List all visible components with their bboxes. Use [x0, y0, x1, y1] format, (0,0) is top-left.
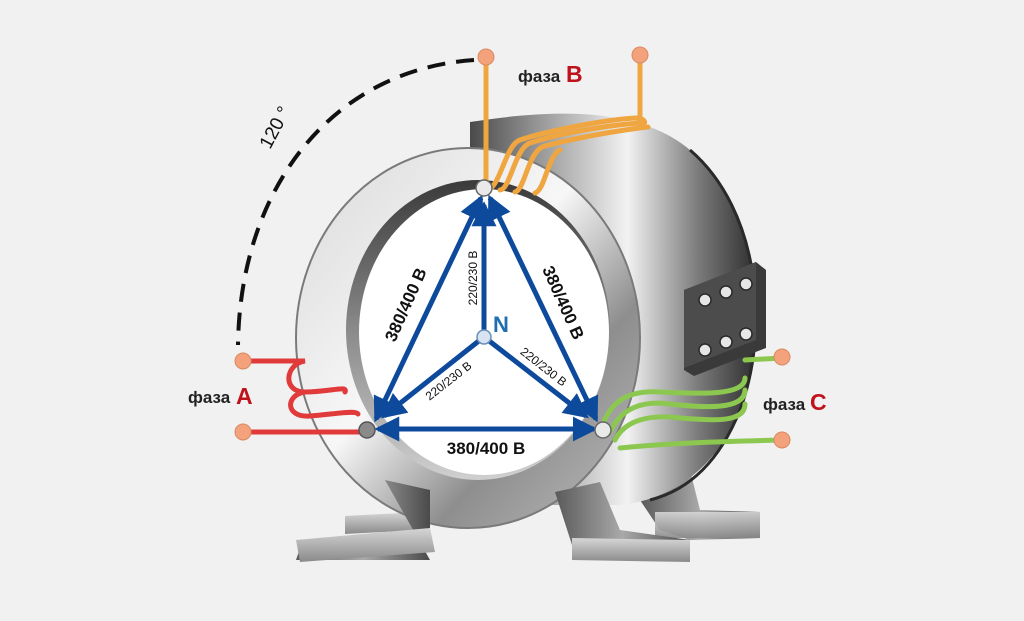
terminal-c2	[773, 431, 791, 449]
arrow-line-ab	[373, 194, 484, 423]
terminal-a2	[234, 423, 252, 441]
svg-text:B: B	[566, 61, 583, 87]
coil-a	[240, 358, 371, 435]
svg-text:фаза: фаза	[763, 395, 806, 414]
arrow-phase-c	[486, 338, 589, 419]
svg-text:фаза: фаза	[188, 388, 231, 407]
coil-b	[483, 55, 651, 196]
front-left-foot	[296, 480, 435, 562]
nodes	[358, 179, 612, 439]
front-right-foot	[555, 482, 690, 562]
coil-c-terminals	[773, 348, 791, 449]
terminal-a1	[234, 352, 252, 370]
svg-text:A: A	[236, 383, 253, 409]
terminal-b2	[631, 46, 649, 64]
arrow-line-bc	[487, 194, 599, 423]
phase-a-label: фаза A	[188, 383, 253, 409]
node-c	[594, 421, 612, 439]
svg-text:C: C	[810, 389, 827, 415]
angle-label: 120 °	[256, 103, 295, 152]
terminal-b1	[477, 48, 495, 66]
svg-text:фаза: фаза	[518, 67, 561, 86]
terminal-block	[684, 262, 766, 376]
arrow-phase-a	[381, 338, 482, 419]
node-a	[358, 421, 376, 439]
coil-a-terminals	[234, 352, 252, 441]
phase-voltage-top-label: 220/230 В	[466, 251, 480, 306]
terminal-c1	[773, 348, 791, 366]
coil-b-terminals	[477, 46, 649, 66]
phase-b-label: фаза B	[518, 61, 583, 87]
node-b	[475, 179, 493, 197]
neutral-label: N	[493, 312, 509, 337]
line-voltage-bottom-label: 380/400 В	[447, 439, 525, 458]
phase-c-label: фаза C	[763, 389, 827, 415]
node-n	[476, 329, 492, 345]
voltage-arrows	[373, 194, 599, 442]
